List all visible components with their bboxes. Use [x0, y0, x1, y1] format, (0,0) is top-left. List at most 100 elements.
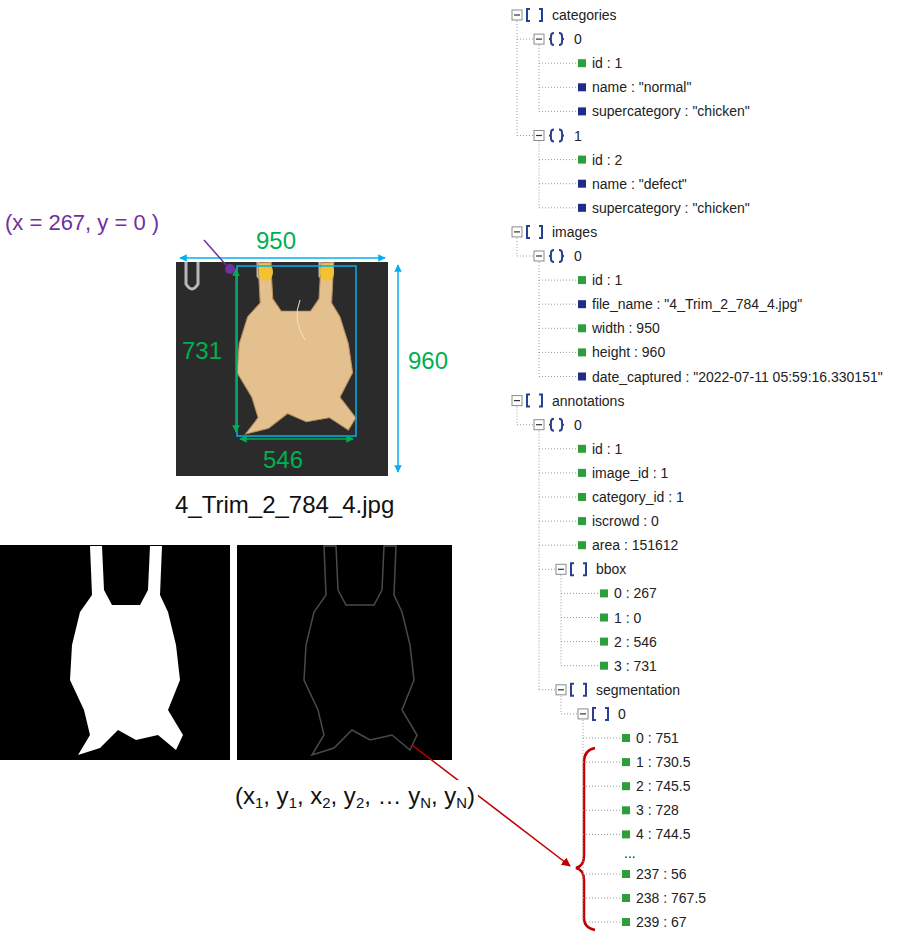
- tree-entry: name : "defect": [592, 175, 687, 193]
- collapse-box: [512, 396, 522, 406]
- number-icon: [578, 445, 586, 453]
- collapse-box: [556, 564, 566, 574]
- tree-entry: width : 950: [592, 319, 660, 337]
- collapse-minus: [536, 424, 542, 425]
- number-icon: [622, 830, 630, 838]
- tree-line: [517, 407, 518, 425]
- subscript: 1: [255, 795, 263, 811]
- number-icon: [578, 469, 586, 477]
- collapse-box: [534, 34, 544, 44]
- tree-line: [539, 262, 540, 377]
- chicken: [237, 263, 356, 434]
- contour-image: [237, 545, 452, 760]
- tree-line: [583, 762, 621, 763]
- object-icon: [549, 130, 564, 142]
- array-icon: [527, 226, 542, 238]
- collapse-box: [534, 251, 544, 261]
- tree-line: [539, 497, 577, 498]
- tree-entry: file_name : "4_Trim_2_784_4.jpg": [592, 295, 802, 313]
- dimension-arrow: [240, 438, 353, 440]
- tree-line: [539, 472, 577, 473]
- shackle: [186, 262, 198, 289]
- tree-line: [517, 21, 518, 136]
- string-icon: [578, 204, 586, 212]
- tree-entry: category_id : 1: [592, 488, 684, 506]
- tree-line: [539, 569, 555, 570]
- number-icon: [600, 662, 608, 670]
- collapse-box: [534, 131, 544, 141]
- mask-silhouette: [70, 546, 183, 755]
- dimension-arrow: [235, 269, 237, 432]
- tree-entry: name : "normal": [592, 78, 691, 96]
- brace: [576, 748, 595, 930]
- tree-line: [561, 696, 562, 714]
- tree-node-key: annotations: [552, 392, 624, 410]
- tree-line: [517, 424, 533, 425]
- tree-entry: id : 1: [592, 54, 622, 72]
- tree-entry: id : 2: [592, 151, 622, 169]
- tree-line: [517, 39, 533, 40]
- object-icon: [549, 250, 564, 262]
- tree-line: [583, 898, 621, 899]
- tree-line: [561, 665, 599, 666]
- tree-node-key: categories: [552, 6, 617, 24]
- collapse-minus: [514, 231, 520, 232]
- collapse-box: [512, 227, 522, 237]
- tree-line: [539, 689, 555, 690]
- bounding-box: [237, 266, 356, 436]
- array-icon: [593, 708, 608, 720]
- collapse-minus: [558, 689, 564, 690]
- tree-line: [561, 617, 599, 618]
- tree-node-key: 0: [574, 247, 582, 265]
- tree-line: [561, 575, 562, 665]
- array-icon: [527, 395, 542, 407]
- tree-entry: 4 : 744.5: [636, 825, 691, 843]
- tree-entry: 2 : 546: [614, 633, 657, 651]
- string-icon: [578, 107, 586, 115]
- number-icon: [600, 638, 608, 646]
- dimension-arrow: [180, 257, 385, 259]
- number-icon: [622, 918, 630, 926]
- subscript: 2: [322, 795, 330, 811]
- tree-entry: 0 : 751: [636, 729, 679, 747]
- file-caption: 4_Trim_2_784_4.jpg: [175, 489, 394, 520]
- number-icon: [622, 758, 630, 766]
- tree-entry: image_id : 1: [592, 464, 668, 482]
- string-icon: [578, 180, 586, 188]
- collapse-box: [512, 10, 522, 20]
- tree-entry: height : 960: [592, 343, 665, 361]
- tree-node-key: images: [552, 223, 597, 241]
- tree-line: [539, 352, 577, 353]
- tree-line: [539, 159, 577, 160]
- tree-entry: 2 : 745.5: [636, 777, 691, 795]
- array-icon: [527, 9, 542, 21]
- contour-outline: [304, 546, 417, 755]
- string-icon: [578, 83, 586, 91]
- tree-line: [539, 183, 577, 184]
- tree-entry: date_captured : "2022-07-11 05:59:16.330…: [592, 368, 883, 386]
- object-icon: [549, 33, 564, 45]
- tree-line: [561, 641, 599, 642]
- dimension-label: 960: [408, 345, 448, 376]
- tree-line: [583, 786, 621, 787]
- dimension-label: 546: [263, 444, 303, 475]
- tree-entry: 0 : 267: [614, 584, 657, 602]
- number-icon: [578, 324, 586, 332]
- number-icon: [578, 348, 586, 356]
- tree-line: [561, 593, 599, 594]
- collapse-minus: [558, 569, 564, 570]
- origin-dot: [225, 264, 235, 274]
- tree-line: [539, 448, 577, 449]
- tree-line: [539, 63, 577, 64]
- number-icon: [622, 870, 630, 878]
- tree-node-key: segmentation: [596, 681, 680, 699]
- subscript: N: [420, 795, 431, 811]
- tree-line: [539, 328, 577, 329]
- tree-line: [539, 280, 577, 281]
- tree-line: [539, 376, 577, 377]
- tree-entry: id : 1: [592, 440, 622, 458]
- tree-entry: 3 : 731: [614, 657, 657, 675]
- tree-entry: 1 : 730.5: [636, 753, 691, 771]
- tree-line: [539, 521, 577, 522]
